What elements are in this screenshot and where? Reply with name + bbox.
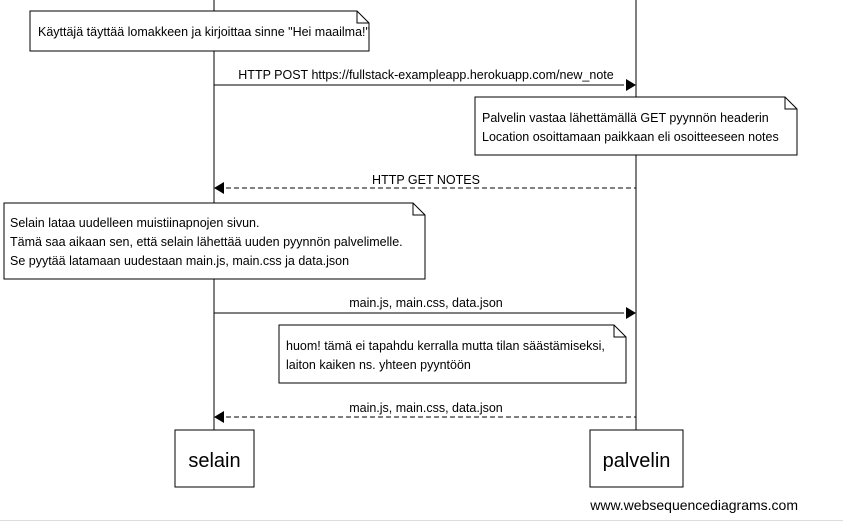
- note-single-request: huom! tämä ei tapahdu kerralla mutta til…: [278, 324, 627, 384]
- note-browser-reload-line-1: Selain lataa uudelleen muistiinapnojen s…: [10, 216, 259, 230]
- message-http-post: HTTP POST https://fullstack-exampleapp.h…: [214, 68, 636, 91]
- participant-selain: selain: [174, 429, 255, 488]
- arrowhead-solid: [626, 307, 636, 319]
- message-http-post-label: HTTP POST https://fullstack-exampleapp.h…: [238, 68, 613, 82]
- arrowhead-solid: [214, 182, 224, 194]
- watermark-link[interactable]: www.websequencediagrams.com: [590, 497, 798, 513]
- note-browser-reload-line-2: Tämä saa aikaan sen, että selain lähettä…: [10, 235, 403, 249]
- note-browser-reload: Selain lataa uudelleen muistiinapnojen s…: [3, 202, 426, 280]
- message-request-assets: main.js, main.css, data.json: [214, 296, 636, 319]
- note-server-redirect: Palvelin vastaa lähettämällä GET pyynnön…: [474, 96, 798, 156]
- note-single-request-line-1: huom! tämä ei tapahdu kerralla mutta til…: [286, 339, 605, 353]
- arrowhead-solid: [214, 411, 224, 423]
- participant-selain-label: selain: [188, 450, 240, 472]
- note-single-request-line-2: laiton kaiken ns. yhteen pyyntöön: [286, 358, 471, 372]
- note-form-submit: Käyttäjä täyttää lomakkeen ja kirjoittaa…: [29, 10, 370, 52]
- bottom-divider: [0, 520, 843, 521]
- message-http-get-notes: HTTP GET NOTES: [214, 173, 636, 194]
- message-http-get-notes-label: HTTP GET NOTES: [372, 173, 480, 187]
- note-server-redirect-line-2: Location osoittamaan paikkaan eli osoitt…: [482, 130, 779, 144]
- message-request-assets-label: main.js, main.css, data.json: [349, 296, 503, 310]
- participant-palvelin: palvelin: [589, 429, 684, 488]
- participant-palvelin-label: palvelin: [603, 450, 671, 472]
- note-browser-reload-line-3: Se pyytää latamaan uudestaan main.js, ma…: [10, 254, 349, 268]
- message-return-assets: main.js, main.css, data.json: [214, 401, 636, 423]
- note-form-submit-line-1: Käyttäjä täyttää lomakkeen ja kirjoittaa…: [38, 25, 370, 39]
- arrowhead-solid: [626, 79, 636, 91]
- note-server-redirect-line-1: Palvelin vastaa lähettämällä GET pyynnön…: [482, 111, 769, 125]
- message-return-assets-label: main.js, main.css, data.json: [349, 401, 503, 415]
